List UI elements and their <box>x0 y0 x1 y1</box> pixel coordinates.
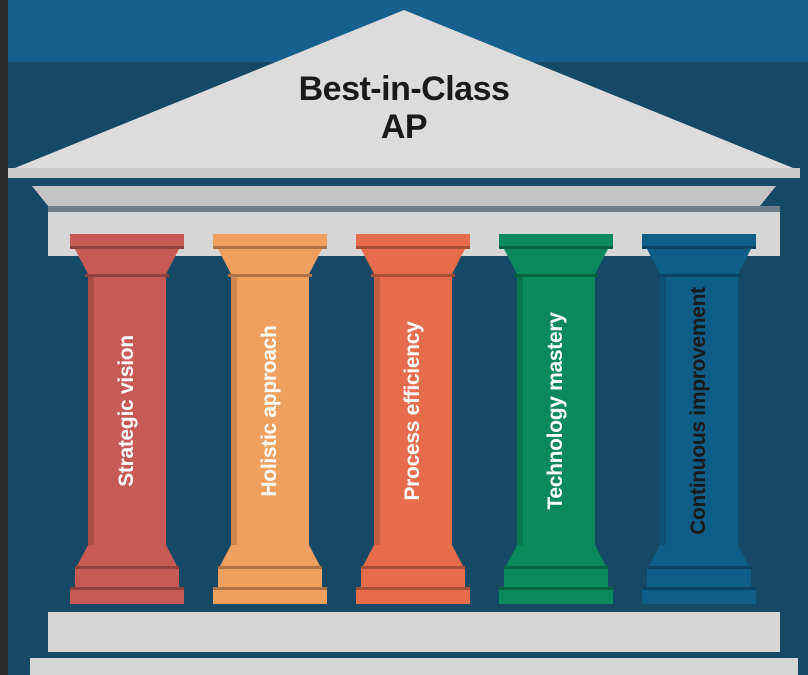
pillar-capital-ring <box>514 274 598 277</box>
pillar-base-line-2 <box>642 587 756 590</box>
pillar-plinth <box>70 590 184 604</box>
pillars-group <box>70 234 756 604</box>
pillar-capital-flare <box>218 249 322 274</box>
pillar-base-line <box>647 566 751 569</box>
pillar-base-block <box>75 569 179 587</box>
architrave-shadow <box>48 206 780 212</box>
pillar-label: Holistic approach <box>258 325 281 497</box>
pillar-label: Strategic vision <box>115 335 138 487</box>
title-line-2: AP <box>380 108 428 146</box>
base-upper <box>48 612 780 652</box>
pillar-label: Continuous improvement <box>687 287 710 535</box>
pillar-capital-line <box>356 246 470 249</box>
pillar-base-line <box>361 566 465 569</box>
pillar-base-line <box>75 566 179 569</box>
pillar-base-block <box>361 569 465 587</box>
pillar-base-block <box>647 569 751 587</box>
pillar-capital-flare <box>361 249 465 274</box>
pillar-shaft-shade <box>660 277 666 545</box>
pillar-capital-line <box>499 246 613 249</box>
pillar-base-flare <box>506 545 606 566</box>
pillar-capital-line <box>213 246 327 249</box>
roof-title: Best-in-Class AP <box>254 70 554 146</box>
pillar-base-flare <box>77 545 177 566</box>
pillar-shaft <box>660 277 738 545</box>
pillar-label: Process efficiency <box>401 321 424 501</box>
title-line-1: Best-in-Class <box>298 70 510 108</box>
pillar-capital-flare <box>647 249 751 274</box>
base-gap <box>30 652 798 658</box>
roof <box>10 10 798 170</box>
pillar-capital-ring <box>371 274 455 277</box>
pillar-capital-slab <box>70 234 184 246</box>
pillar-shaft <box>374 277 452 545</box>
pillar-plinth <box>642 590 756 604</box>
pillar-base-flare <box>220 545 320 566</box>
pillar-base-line-2 <box>499 587 613 590</box>
pillar-base-line-2 <box>213 587 327 590</box>
pillar-plinth <box>213 590 327 604</box>
pillar-plinth <box>499 590 613 604</box>
pillar-capital-slab <box>356 234 470 246</box>
pillar-shaft-shade <box>88 277 94 545</box>
pillar-shaft <box>231 277 309 545</box>
pillar-capital-slab <box>642 234 756 246</box>
left-edge-strip <box>0 0 8 675</box>
pillar-base-flare <box>649 545 749 566</box>
pillar-capital-slab <box>499 234 613 246</box>
pillar-plinth <box>356 590 470 604</box>
pillar-capital-flare <box>504 249 608 274</box>
pillar-base-flare <box>363 545 463 566</box>
pillar-capital-ring <box>228 274 312 277</box>
pillar-shaft-shade <box>231 277 237 545</box>
pillar-base-line-2 <box>356 587 470 590</box>
pillar-base-line <box>504 566 608 569</box>
pillar-capital-line <box>70 246 184 249</box>
cornice <box>32 186 776 206</box>
pillar-base-line-2 <box>70 587 184 590</box>
pillar-shaft <box>88 277 166 545</box>
pillar-capital-slab <box>213 234 327 246</box>
pillar-capital-line <box>642 246 756 249</box>
pillar-shaft-shade <box>374 277 380 545</box>
pillar-base-block <box>504 569 608 587</box>
base-lower <box>30 658 798 675</box>
pillar-capital-ring <box>657 274 741 277</box>
pillar-capital-ring <box>85 274 169 277</box>
pillar-shaft <box>517 277 595 545</box>
pillar-label: Technology mastery <box>544 312 567 510</box>
pillar-base-line <box>218 566 322 569</box>
roof-base <box>8 168 800 178</box>
pillar-base-block <box>218 569 322 587</box>
pillar-capital-flare <box>75 249 179 274</box>
pillar-shaft-shade <box>517 277 523 545</box>
